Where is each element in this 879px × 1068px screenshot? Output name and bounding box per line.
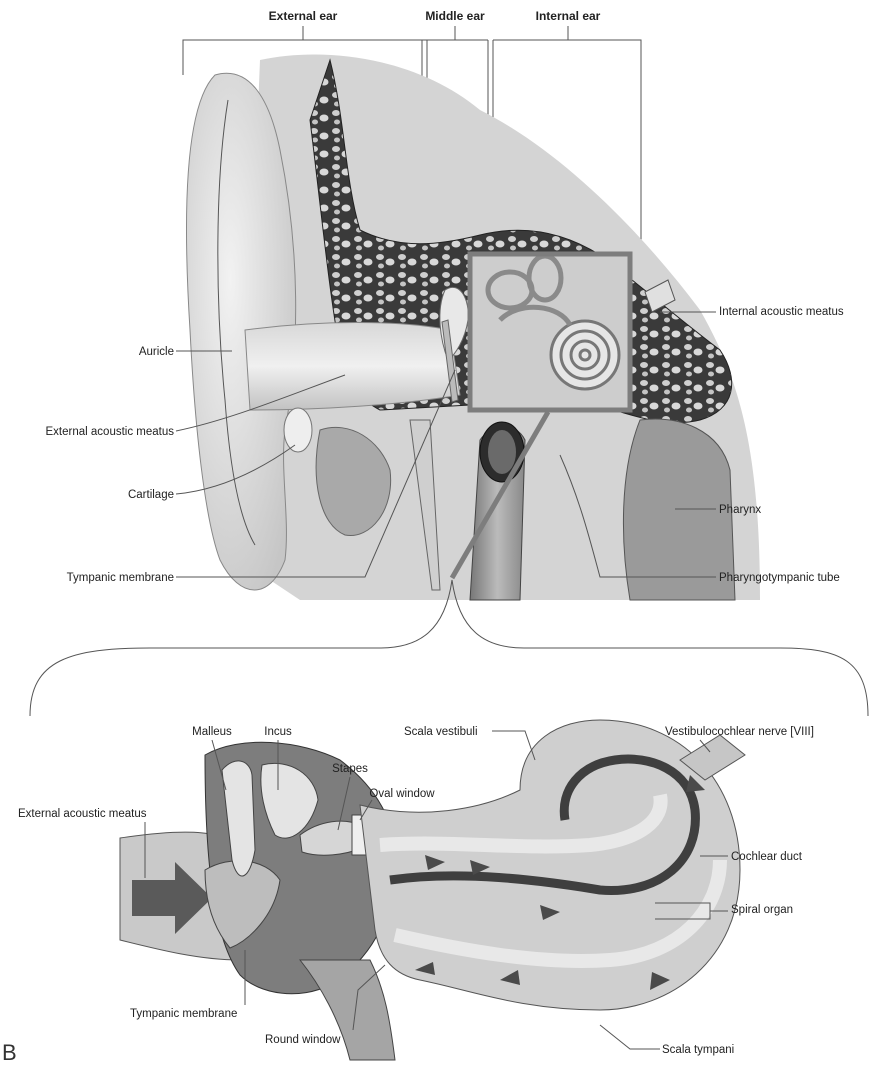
cartilage [284,408,312,452]
label-malleus: Malleus [192,726,232,738]
label-cartilage: Cartilage [128,489,174,501]
header-internal-ear: Internal ear [536,9,601,23]
label-incus: Incus [264,726,292,738]
label-round-window: Round window [265,1034,341,1046]
zoom-brace [30,580,868,716]
label-scala-vestibuli: Scala vestibuli [404,726,478,738]
tube-lumen [488,430,516,474]
label-vestibulocochlear-nerve: Vestibulocochlear nerve [VIII] [665,726,814,738]
label-oval-window: Oval window [369,788,435,800]
label-tympanic-membrane-bottom: Tympanic membrane [130,1008,237,1020]
label-cochlear-duct: Cochlear duct [731,851,803,863]
header-middle-ear: Middle ear [425,9,485,23]
external-acoustic-canal [245,323,460,411]
label-spiral-organ: Spiral organ [731,904,793,916]
header-external-ear: External ear [269,9,338,23]
label-tympanic-membrane-top: Tympanic membrane [67,572,174,584]
label-scala-tympani: Scala tympani [662,1044,734,1056]
label-pharynx: Pharynx [719,504,761,516]
label-auricle: Auricle [139,346,174,358]
label-internal-acoustic-meatus: Internal acoustic meatus [719,306,844,318]
label-external-acoustic-meatus-top: External acoustic meatus [46,426,175,438]
label-pharyngotympanic-tube: Pharyngotympanic tube [719,572,840,584]
top-panel: External ear Middle ear Internal ear [46,9,844,600]
bottom-panel: Malleus Incus Stapes Oval window Externa… [2,720,814,1063]
cochlea-small [551,321,619,389]
label-stapes: Stapes [332,763,368,775]
panel-letter: B [2,1040,17,1063]
label-external-acoustic-meatus-bottom: External acoustic meatus [18,808,147,820]
